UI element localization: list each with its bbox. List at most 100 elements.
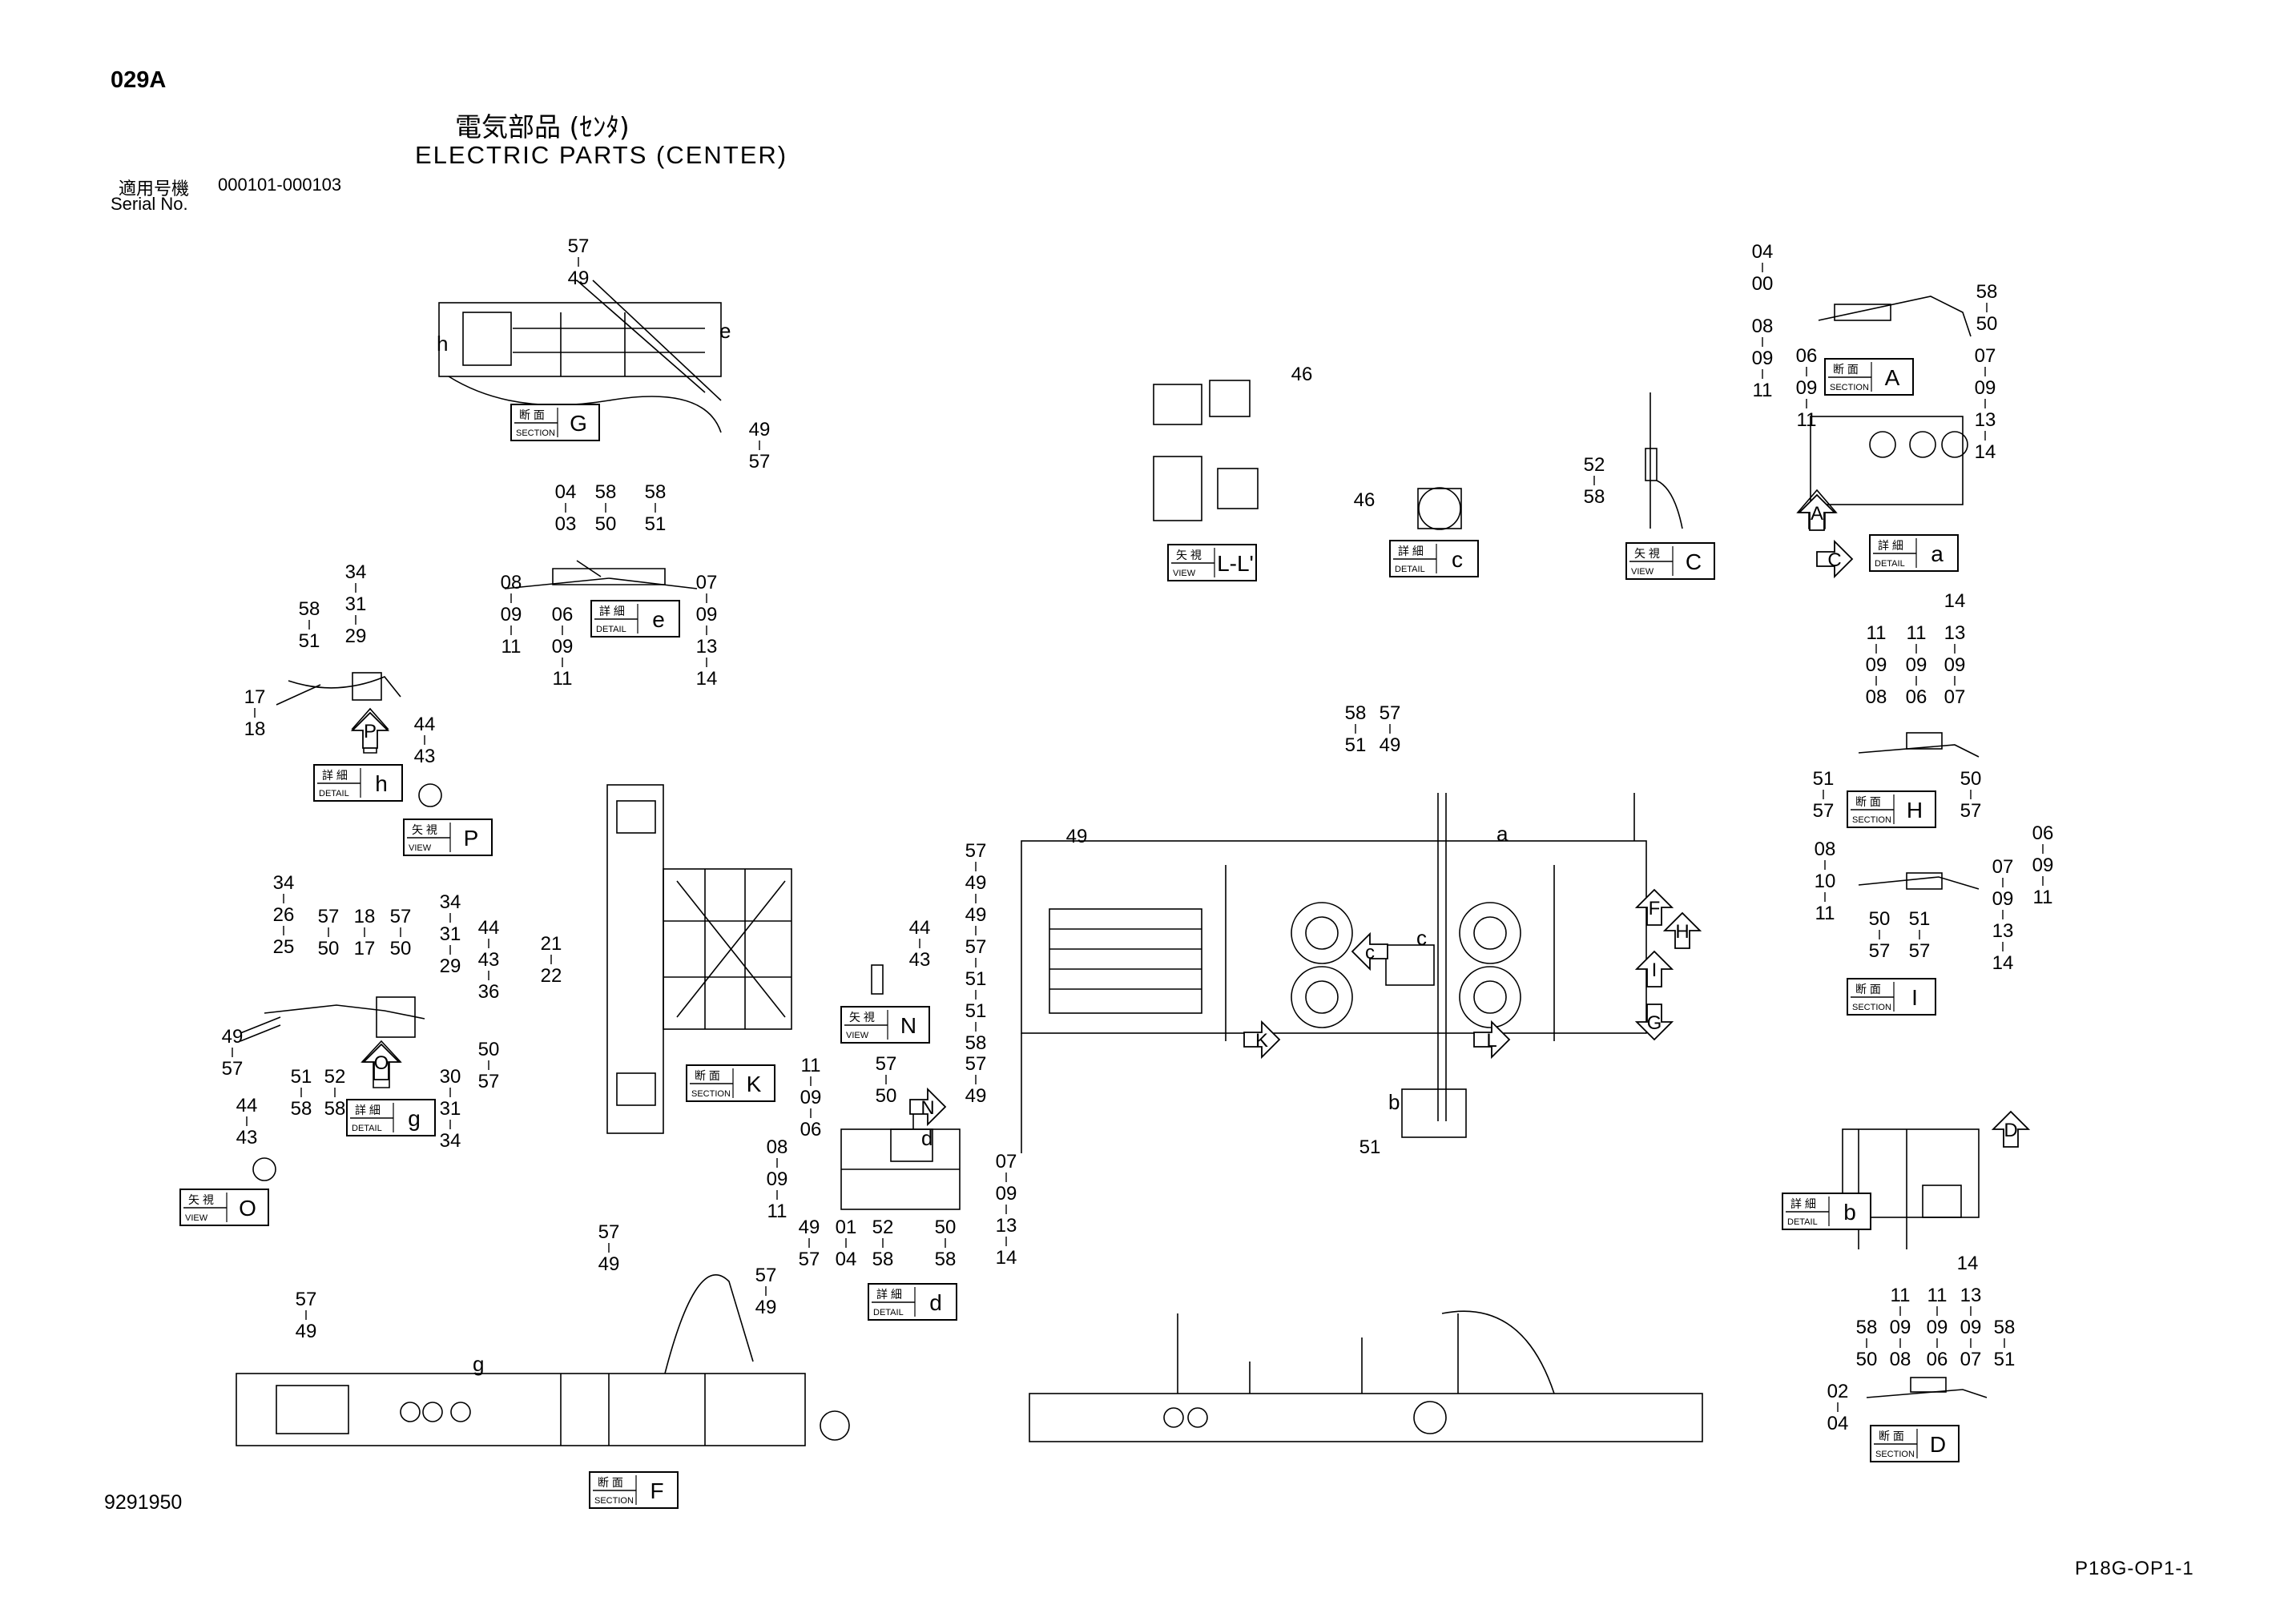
svg-text:DETAIL: DETAIL xyxy=(319,789,349,798)
svg-text:a: a xyxy=(1931,541,1944,566)
part-number: 14 xyxy=(1975,441,1996,463)
part-number: 58 xyxy=(1976,281,1998,303)
detail-e-drawing xyxy=(504,560,698,589)
part-number: 50 xyxy=(1856,1349,1878,1370)
part-number: 06 xyxy=(2032,823,2054,844)
svg-text:I: I xyxy=(1911,985,1918,1010)
part-number: 57 xyxy=(1869,940,1891,962)
part-number: 51 xyxy=(291,1066,312,1088)
part-number: 44 xyxy=(478,917,500,939)
svg-text:SECTION: SECTION xyxy=(594,1496,634,1506)
section-d-drawing xyxy=(1866,1377,1988,1398)
part-number: 51 xyxy=(299,630,320,652)
view-arrow-f: F xyxy=(1634,888,1674,926)
part-number: 11 xyxy=(1891,1285,1911,1306)
detail-ref-d: d xyxy=(921,1126,932,1150)
part-number: 51 xyxy=(965,1000,987,1022)
part-number: 43 xyxy=(909,949,931,971)
svg-text:P: P xyxy=(364,721,377,742)
part-number: 09 xyxy=(1927,1317,1948,1338)
part-number: 31 xyxy=(440,923,461,945)
part-number: 51 xyxy=(1813,768,1835,790)
part-number: 50 xyxy=(478,1039,500,1060)
part-number: 57 xyxy=(965,1053,987,1075)
part-number: 01 xyxy=(836,1217,857,1238)
svg-text:d: d xyxy=(929,1290,942,1315)
part-number: 34 xyxy=(345,561,367,583)
part-number: 09 xyxy=(767,1168,788,1190)
part-number: 06 xyxy=(1906,686,1927,708)
part-number: 58 xyxy=(935,1249,957,1270)
view-arrow-c: C xyxy=(1816,539,1854,579)
part-number: 44 xyxy=(909,917,931,939)
part-number: 31 xyxy=(345,593,367,615)
part-number: 07 xyxy=(1960,1349,1982,1370)
part-number: 11 xyxy=(2033,887,2053,908)
svg-text:F: F xyxy=(1649,898,1661,919)
part-number: 57 xyxy=(296,1289,317,1310)
detail-ref-g: g xyxy=(473,1352,484,1376)
part-number: 13 xyxy=(1944,622,1966,644)
part-number: 04 xyxy=(555,481,577,503)
part-number: 04 xyxy=(1752,241,1774,263)
svg-text:C: C xyxy=(1827,549,1841,571)
part-number: 09 xyxy=(1906,654,1927,676)
section-k-drawing xyxy=(606,784,792,1134)
part-number: 34 xyxy=(273,872,295,894)
part-number: 11 xyxy=(801,1055,821,1076)
part-number: 46 xyxy=(1291,364,1313,385)
svg-text:N: N xyxy=(900,1013,916,1038)
part-number: 03 xyxy=(555,513,577,535)
part-number: 34 xyxy=(440,891,461,913)
svg-text:D: D xyxy=(2004,1120,2017,1141)
part-number: 29 xyxy=(440,955,461,977)
part-number: 50 xyxy=(935,1217,957,1238)
svg-text:b: b xyxy=(1843,1200,1856,1225)
svg-text:F: F xyxy=(650,1478,663,1503)
part-number: 11 xyxy=(1907,622,1927,644)
svg-text:SECTION: SECTION xyxy=(1852,1003,1891,1012)
part-number: 00 xyxy=(1752,273,1774,295)
svg-text:h: h xyxy=(375,771,388,796)
svg-text:詳 細: 詳 細 xyxy=(599,605,625,617)
part-number: 09 xyxy=(1960,1317,1982,1338)
part-number: 18 xyxy=(244,718,266,740)
part-number: 08 xyxy=(767,1136,788,1158)
part-number: 51 xyxy=(965,968,987,990)
document-number: 9291950 xyxy=(104,1491,183,1514)
part-number: 06 xyxy=(552,604,574,625)
svg-text:O: O xyxy=(239,1196,256,1221)
part-number: 58 xyxy=(1856,1317,1878,1338)
serial-label-japanese: 適用号機 xyxy=(119,179,190,199)
callout-stack: 14 xyxy=(1944,590,1966,612)
part-number: 58 xyxy=(324,1098,346,1120)
svg-text:SECTION: SECTION xyxy=(1830,383,1869,392)
part-number: 49 xyxy=(799,1217,820,1238)
side-elevation-drawing xyxy=(1029,1310,1703,1442)
part-number: 07 xyxy=(996,1151,1017,1173)
section-i-drawing xyxy=(1858,872,1980,890)
part-number: 07 xyxy=(1944,686,1966,708)
view-arrow-n: N xyxy=(909,1087,947,1127)
part-number: 58 xyxy=(595,481,617,503)
part-number: 52 xyxy=(872,1217,894,1238)
